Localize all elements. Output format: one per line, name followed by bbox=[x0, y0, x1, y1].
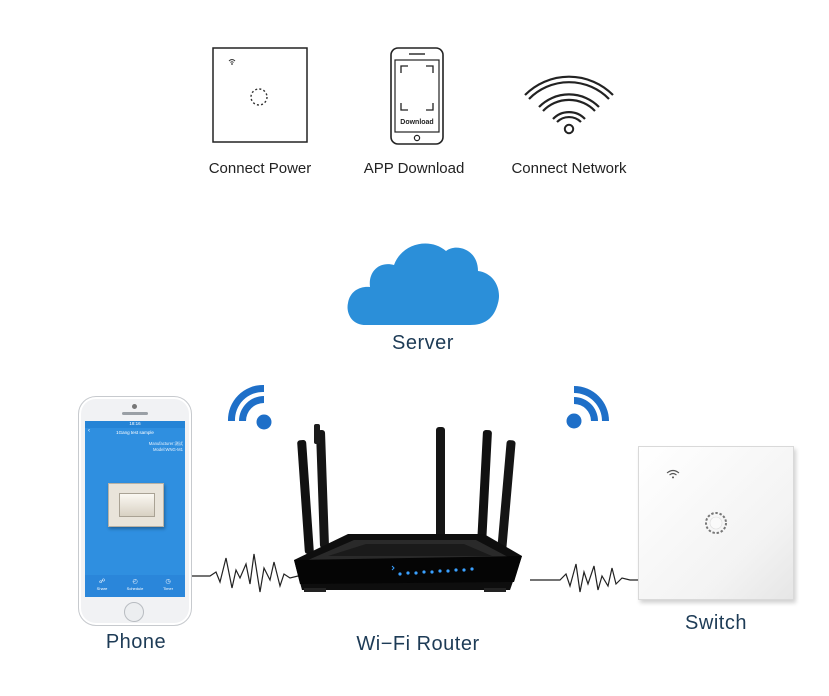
step-app-download: Download APP Download bbox=[339, 45, 489, 185]
signal-wave-right bbox=[530, 563, 640, 593]
step-label: APP Download bbox=[363, 160, 465, 177]
phone-camera bbox=[132, 404, 137, 409]
timer-icon: ◷ bbox=[165, 579, 171, 585]
status-bar bbox=[85, 421, 185, 428]
signal-wave-left bbox=[188, 553, 323, 593]
tab-label: Share bbox=[96, 586, 108, 591]
back-icon[interactable]: ‹ bbox=[88, 428, 90, 434]
schedule-icon: ◴ bbox=[132, 579, 138, 585]
touch-button[interactable] bbox=[702, 509, 730, 537]
bottom-tabbar: ☍ Share ◴ Schedule ◷ Timer bbox=[85, 575, 185, 597]
step-connect-network: Connect Network bbox=[494, 45, 644, 185]
wifi-signal-right-icon bbox=[566, 386, 609, 429]
info-line-2: Model:WNG-M1 bbox=[152, 447, 183, 452]
switch-label: Switch bbox=[685, 612, 747, 634]
home-button[interactable] bbox=[124, 602, 144, 622]
tab-label: Schedule bbox=[126, 586, 144, 591]
wifi-indicator-icon bbox=[666, 469, 680, 479]
download-text: Download bbox=[400, 119, 434, 126]
wifi-router-icon bbox=[294, 424, 522, 592]
step-connect-power: Connect Power bbox=[185, 45, 335, 185]
switch-panel-icon bbox=[212, 47, 308, 143]
wifi-icon bbox=[524, 75, 614, 135]
light-switch-button[interactable] bbox=[108, 483, 164, 527]
info-line-1: Manufacturer:测试 bbox=[148, 441, 183, 446]
server-label: Server bbox=[392, 332, 454, 354]
tab-label: Timer bbox=[162, 586, 174, 591]
router-label: Wi−Fi Router bbox=[356, 633, 480, 655]
phone-screen: 18:16 ‹ 1Gang test sample Manufacturer:测… bbox=[85, 421, 185, 597]
share-icon: ☍ bbox=[98, 579, 106, 585]
tab-share[interactable]: ☍ Share bbox=[89, 578, 115, 591]
switch-device bbox=[638, 446, 794, 600]
tab-timer[interactable]: ◷ Timer bbox=[155, 578, 181, 591]
header-title: 1Gang test sample bbox=[116, 430, 154, 435]
tab-schedule[interactable]: ◴ Schedule bbox=[121, 578, 149, 591]
status-time: 18:16 bbox=[129, 421, 141, 426]
switch-rocker bbox=[119, 493, 155, 517]
step-label: Connect Power bbox=[208, 160, 312, 177]
phone-label: Phone bbox=[105, 631, 167, 653]
phone-device: 18:16 ‹ 1Gang test sample Manufacturer:测… bbox=[78, 396, 192, 626]
step-label: Connect Network bbox=[511, 160, 627, 177]
wifi-signal-left-icon bbox=[227, 384, 272, 430]
phone-speaker bbox=[122, 412, 148, 415]
cloud-icon bbox=[347, 243, 500, 325]
phone-download-icon bbox=[390, 47, 444, 145]
